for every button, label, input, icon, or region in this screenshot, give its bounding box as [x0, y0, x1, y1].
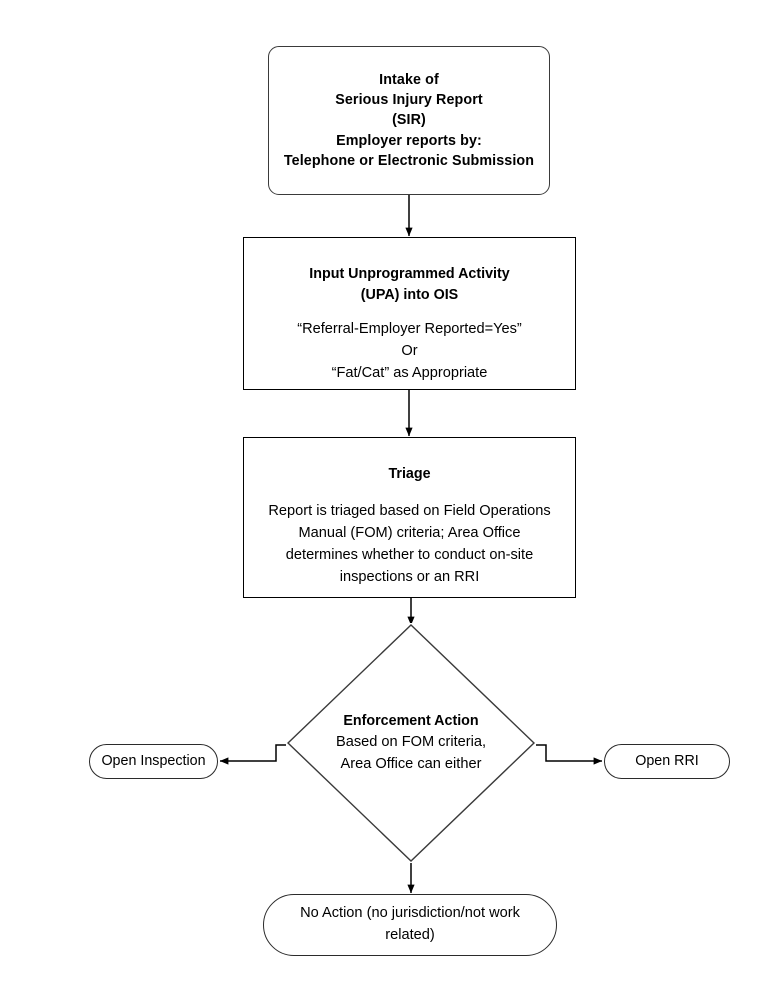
- node-intake-label: Intake of Serious Injury Report (SIR) Em…: [283, 71, 535, 169]
- node-no-action-label: No Action (no jurisdiction/not work rela…: [300, 905, 520, 943]
- node-decision-heading: Enforcement Action: [343, 713, 479, 729]
- node-decision-body: Based on FOM criteria, Area Office can e…: [335, 734, 487, 773]
- node-input-unprogrammed-activity[interactable]: Input Unprogrammed Activity (UPA) into O…: [243, 237, 576, 390]
- node-triage-body: Report is triaged based on Field Operati…: [268, 503, 551, 585]
- connector-decision-to-open-rri: [535, 744, 603, 765]
- node-open-inspection[interactable]: Open Inspection: [89, 744, 218, 779]
- connector-decision-to-open-inspection: [219, 744, 287, 765]
- node-upa-heading: Input Unprogrammed Activity (UPA) into O…: [309, 265, 510, 303]
- node-no-action[interactable]: No Action (no jurisdiction/not work rela…: [263, 894, 557, 956]
- node-open-inspection-label: Open Inspection: [101, 753, 206, 770]
- node-upa-body: “Referral-Employer Reported=Yes” Or “Fat…: [297, 321, 522, 382]
- node-triage[interactable]: Triage Report is triaged based on Field …: [243, 437, 576, 598]
- node-triage-heading: Triage: [388, 466, 431, 483]
- node-open-rri-label: Open RRI: [635, 753, 699, 770]
- node-decision-label-group: Enforcement Action Based on FOM criteria…: [286, 711, 536, 776]
- node-open-rri[interactable]: Open RRI: [604, 744, 730, 779]
- node-intake-serious-injury-report[interactable]: Intake of Serious Injury Report (SIR) Em…: [268, 46, 550, 195]
